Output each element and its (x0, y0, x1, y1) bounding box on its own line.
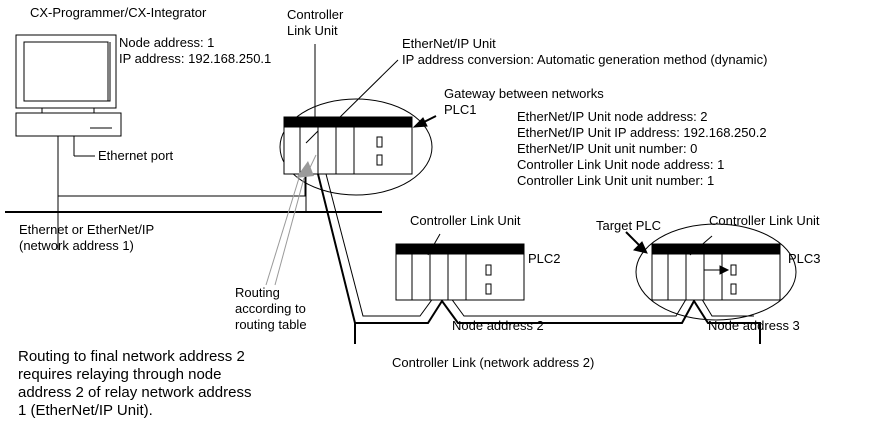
network1-label-2: (network address 1) (19, 238, 134, 253)
note-line-4: 1 (EtherNet/IP Unit). (18, 402, 153, 419)
plc2-node-address: Node address 2 (452, 318, 544, 333)
clk-node-address: Controller Link Unit node address: 1 (517, 157, 724, 172)
note-line-2: requires relaying through node (18, 366, 221, 383)
eip-unit-number: EtherNet/IP Unit unit number: 0 (517, 141, 697, 156)
target-plc-arrow-icon (625, 231, 648, 254)
plc2-device (395, 243, 525, 301)
plc2-label: PLC2 (528, 251, 561, 266)
routing-label-2: according to (235, 301, 306, 316)
pc-ethernet-cable (57, 136, 75, 250)
plc3-label: PLC3 (788, 251, 821, 266)
pc-ip-address: IP address: 192.168.250.1 (119, 51, 271, 66)
computer-icon (15, 34, 122, 137)
software-label: CX-Programmer/CX-Integrator (30, 5, 207, 20)
controller-link-network-label: Controller Link (network address 2) (392, 355, 594, 370)
plc2-clu-label: Controller Link Unit (410, 213, 521, 228)
eip-node-address: EtherNet/IP Unit node address: 2 (517, 109, 708, 124)
routing-label-1: Routing (235, 285, 280, 300)
eip-leader-line (334, 59, 399, 123)
plc1-label: PLC1 (444, 102, 477, 117)
target-plc-label: Target PLC (596, 218, 661, 233)
note-line-1: Routing to final network address 2 (18, 348, 245, 365)
note-line-3: address 2 of relay network address (18, 384, 251, 401)
network1-label-1: Ethernet or EtherNet/IP (19, 222, 154, 237)
plc3-node-address: Node address 3 (708, 318, 800, 333)
clk-unit-number: Controller Link Unit unit number: 1 (517, 173, 714, 188)
eip-ip-address: EtherNet/IP Unit IP address: 192.168.250… (517, 125, 767, 140)
ethernet-ip-unit-label: EtherNet/IP Unit (402, 36, 496, 51)
routing-arrow-icon (265, 154, 317, 286)
routing-label-3: routing table (235, 317, 307, 332)
ethernet-port-label: Ethernet port (98, 148, 174, 163)
controller-link-cable (317, 173, 761, 344)
controller-link-unit-label-1: Controller (287, 7, 344, 22)
plc3-device (635, 223, 797, 321)
pc-node-address: Node address: 1 (119, 35, 214, 50)
ip-conversion-label: IP address conversion: Automatic generat… (402, 52, 767, 67)
plc1-arrow-icon (412, 115, 437, 128)
controller-link-unit-label-2: Link Unit (287, 23, 338, 38)
plc1-device (279, 98, 433, 196)
plc3-clu-label: Controller Link Unit (709, 213, 820, 228)
gateway-label: Gateway between networks (444, 86, 604, 101)
